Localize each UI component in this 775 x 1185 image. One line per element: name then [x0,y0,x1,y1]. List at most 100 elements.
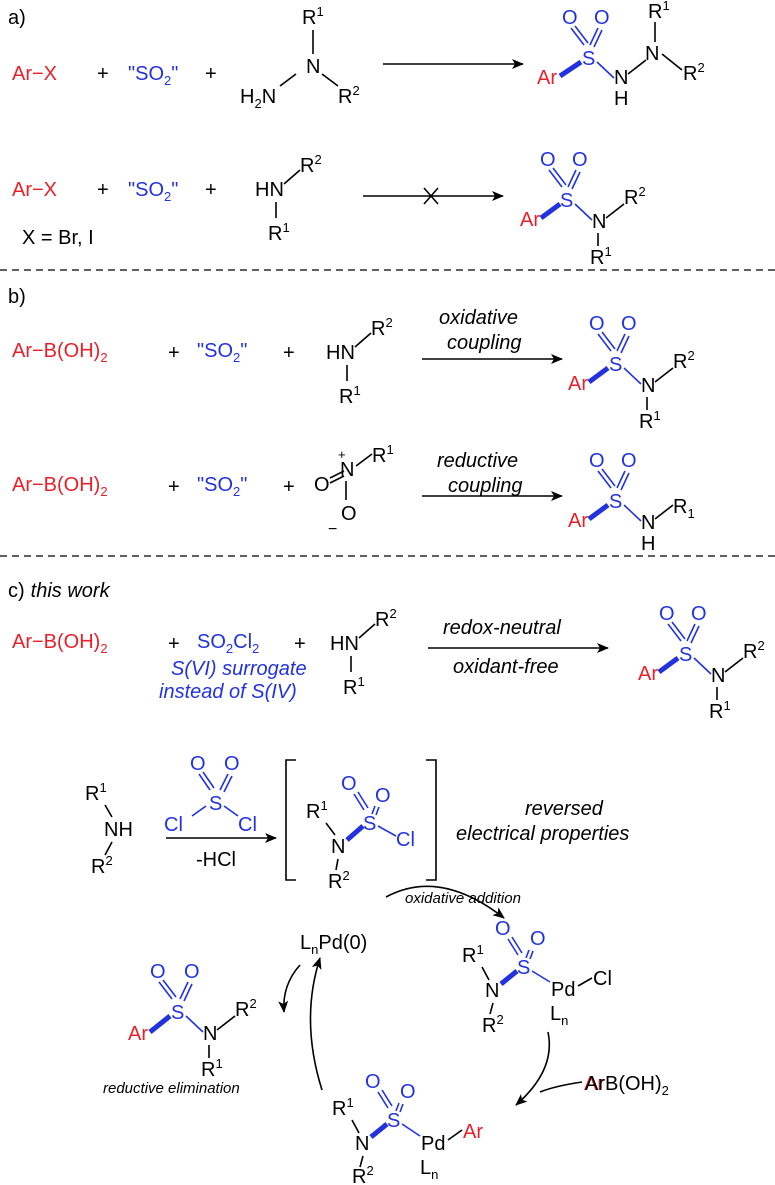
svg-text:H: H [614,88,628,110]
svg-text:O: O [562,7,578,29]
plus-sign: + [97,63,109,85]
svg-text:HN: HN [255,179,284,201]
surrogate-note: S(VI) surrogate [171,658,307,680]
sulfamoyl-chloride-intermediate: R1 N R2 S O O Cl [306,773,415,893]
svg-text:Ar: Ar [128,1023,148,1045]
svg-text:HN: HN [330,633,359,655]
svg-text:O: O [400,1081,416,1103]
primary-sulfonamide-product: O O S Ar N H R1 [568,450,695,555]
condition-redox-neutral: redox-neutral [443,617,561,639]
svg-text:R2: R2 [624,184,646,209]
svg-text:O: O [365,1071,381,1093]
svg-text:S: S [387,1110,400,1132]
svg-text:S: S [582,48,595,70]
plus-sign: + [97,179,109,201]
svg-text:R2: R2 [683,60,705,85]
sulfonamide-product: O O S Ar N R2 R1 [520,149,646,269]
oxidative-addition-complex: O O S R1 N R2 Pd Cl Ln [462,918,612,1037]
hcl-loss: -HCl [196,849,236,871]
plus-sign: + [168,633,180,655]
condition-coupling: coupling [447,332,522,354]
condition-oxidative: oxidative [439,307,518,329]
svg-text:−: − [328,521,337,538]
palladium-zero: LnPd(0) [300,932,367,957]
svg-text:O: O [594,7,610,29]
svg-text:Cl: Cl [238,814,257,836]
svg-text:+: + [338,447,346,462]
sulfur-dioxide: "SO2" [197,340,247,365]
svg-text:N: N [306,56,320,78]
svg-text:NH: NH [104,819,133,841]
svg-text:Ln: Ln [420,1157,438,1182]
svg-text:R2: R2 [300,152,322,177]
right-bracket [426,759,437,881]
svg-text:R1: R1 [590,244,612,269]
svg-text:O: O [375,785,391,807]
svg-text:O: O [150,961,166,983]
sulfur-dioxide: "SO2" [128,63,178,88]
svg-text:R2: R2 [375,606,397,631]
svg-text:Ar: Ar [568,510,588,532]
svg-text:S: S [609,491,622,513]
svg-text:R1: R1 [268,220,290,245]
svg-text:O: O [495,918,511,940]
aryl-halide: Ar−X [12,179,57,201]
svg-text:R2: R2 [743,638,765,663]
svg-text:R2: R2 [673,348,695,373]
svg-text:R1: R1 [372,442,394,467]
plus-sign: + [168,476,180,498]
svg-text:Ln: Ln [550,1003,568,1028]
svg-text:O: O [184,961,200,983]
halide-definition: X = Br, I [22,227,94,249]
cycle-product: O O S Ar N R2 R1 [128,961,257,1081]
reversed-note: reversed [525,798,604,820]
svg-text:R2: R2 [328,868,350,893]
svg-text:O: O [540,149,556,171]
aryl-boronic-acid: Ar−B(OH)2 [12,631,108,656]
svg-text:H2N: H2N [240,86,276,111]
svg-text:Cl: Cl [593,968,612,990]
svg-text:R1: R1 [343,674,365,699]
svg-text:N: N [592,211,606,233]
svg-text:S: S [363,813,376,835]
aryl-boronic-acid: Ar−B(OH)2 [12,474,108,499]
plus-sign: + [283,342,295,364]
section-a-label: a) [8,7,26,29]
svg-text:S: S [609,354,622,376]
sulfonyl-hydrazide-product: O O S Ar N H N R1 R2 [537,0,705,110]
svg-text:R1: R1 [332,1095,354,1120]
oxidative-addition-label: oxidative addition [405,890,521,907]
svg-text:O: O [659,603,675,625]
plus-sign: + [168,342,180,364]
plus-sign: + [294,633,306,655]
cycle-arrow-reductive-elimination [309,957,323,1091]
section-a: a) Ar−X + "SO2" + R1 N H2N R2 O O S Ar N [8,0,705,269]
svg-text:O: O [691,603,707,625]
svg-text:N: N [331,836,345,858]
svg-text:O: O [572,149,588,171]
svg-text:R1: R1 [339,383,361,408]
section-c-label: c)this work [8,580,111,602]
svg-text:R2: R2 [338,83,360,108]
left-bracket [285,759,296,881]
aryl-halide: Ar−X [12,63,57,85]
condition-reductive: reductive [437,450,518,472]
section-b-label: b) [8,286,26,308]
sulfonamide-product: O O S Ar N R2 R1 [568,313,695,433]
aryl-boronic-acid-cycle: ArArB(OH)2 [584,1073,669,1098]
svg-text:R2: R2 [91,853,113,878]
svg-text:Pd: Pd [421,1133,445,1155]
condition-oxidant-free: oxidant-free [453,656,559,678]
svg-text:N: N [203,1023,217,1045]
svg-text:O: O [341,503,357,525]
svg-text:Ar: Ar [537,67,557,89]
svg-text:Cl: Cl [396,829,415,851]
svg-text:N: N [340,459,354,481]
svg-text:N: N [641,375,655,397]
svg-text:R1: R1 [648,0,670,23]
svg-text:R1: R1 [462,942,484,967]
svg-text:R2: R2 [482,1012,504,1037]
svg-text:Ar: Ar [520,209,540,231]
svg-text:O: O [589,313,605,335]
svg-text:R1: R1 [201,1056,223,1081]
